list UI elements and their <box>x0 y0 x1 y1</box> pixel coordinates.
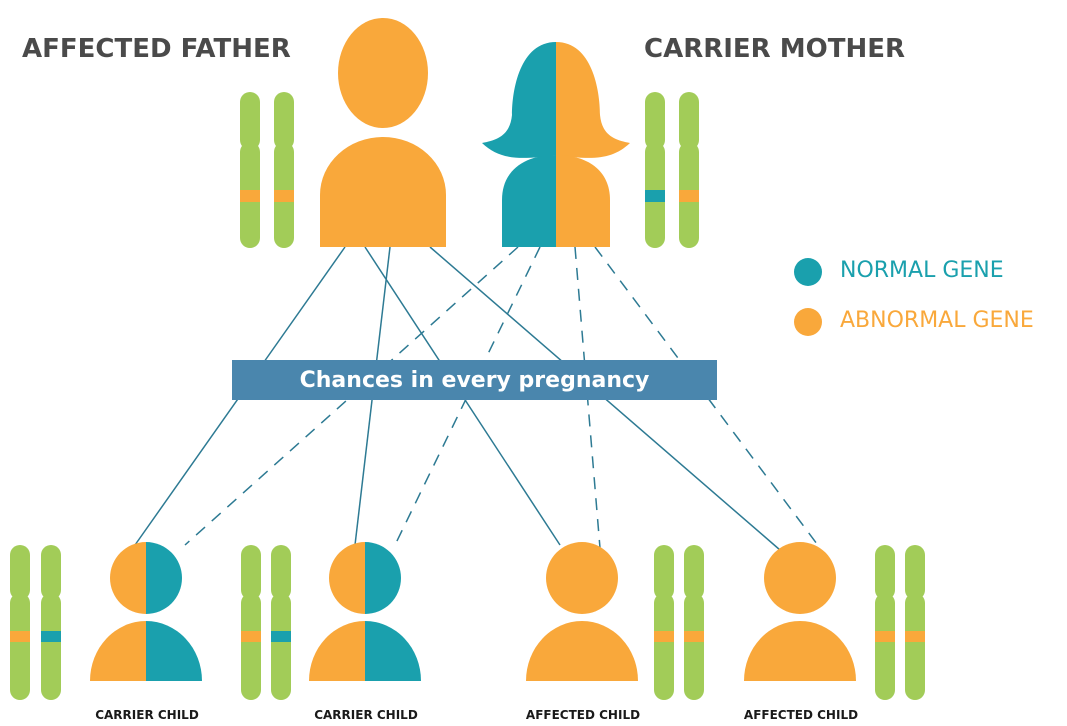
child-3-chromosome-1 <box>654 545 674 700</box>
abnormal-gene-band <box>875 631 895 642</box>
child-4-body <box>744 621 856 681</box>
child-1-head-abnormal <box>110 542 146 614</box>
child-3-body <box>526 621 638 681</box>
mother-label: CARRIER MOTHER <box>644 34 906 64</box>
abnormal-gene-band <box>905 631 925 642</box>
child-4-head <box>764 542 836 614</box>
child-3-figure <box>526 542 638 681</box>
child-3-group <box>526 542 704 700</box>
chances-banner-text: Chances in every pregnancy <box>299 367 650 393</box>
child-2-group <box>241 542 421 700</box>
legend-abnormal-label: ABNORMAL GENE <box>840 308 1034 333</box>
child-1-chromosome-1 <box>10 545 30 700</box>
child-1-head-normal <box>146 542 182 614</box>
child-4-chromosome-2 <box>905 545 925 700</box>
father-chromosome-1 <box>240 92 260 248</box>
child-1-body-abnormal <box>90 621 146 681</box>
father-head <box>338 18 428 128</box>
child-3-chromosome-2 <box>684 545 704 700</box>
child-1-figure <box>90 542 202 681</box>
father-label: AFFECTED FATHER <box>22 34 291 64</box>
normal-gene-band <box>41 631 61 642</box>
child-2-body-normal <box>365 621 421 681</box>
father-chromosome-2 <box>274 92 294 248</box>
child-3-label: AFFECTED CHILD <box>525 708 641 722</box>
mother-line-1 <box>184 246 519 546</box>
child-3-head <box>546 542 618 614</box>
father-figure <box>320 18 446 247</box>
child-2-chromosome-1 <box>241 545 261 700</box>
father-body <box>320 137 446 247</box>
abnormal-gene-band <box>684 631 704 642</box>
child-2-head-normal <box>365 542 401 614</box>
mother-chromosomes <box>645 92 699 248</box>
child-4-label: AFFECTED CHILD <box>743 708 859 722</box>
abnormal-gene-band <box>274 190 294 202</box>
abnormal-gene-band <box>679 190 699 202</box>
mother-body-normal <box>502 155 556 247</box>
mother-line-2 <box>394 246 541 546</box>
normal-gene-band <box>645 190 665 202</box>
abnormal-gene-band <box>10 631 30 642</box>
child-2-figure <box>309 542 421 681</box>
mother-chromosome-1 <box>645 92 665 248</box>
child-2-chromosome-2 <box>271 545 291 700</box>
abnormal-gene-band <box>241 631 261 642</box>
child-4-chromosome-1 <box>875 545 895 700</box>
mother-body-abnormal <box>556 155 610 247</box>
legend-normal-dot <box>794 258 822 286</box>
child-1-group <box>10 542 202 700</box>
child-1-label: CARRIER CHILD <box>95 708 199 722</box>
child-2-label: CARRIER CHILD <box>314 708 418 722</box>
child-2-head-abnormal <box>329 542 365 614</box>
mother-hair-abnormal <box>556 42 630 158</box>
chances-banner: Chances in every pregnancy <box>232 360 717 400</box>
child-4-group <box>744 542 925 700</box>
child-4-figure <box>744 542 856 681</box>
abnormal-gene-band <box>240 190 260 202</box>
mother-figure <box>482 42 630 247</box>
child-1-chromosome-2 <box>41 545 61 700</box>
father-chromosomes <box>240 92 294 248</box>
child-1-body-normal <box>146 621 202 681</box>
child-2-body-abnormal <box>309 621 365 681</box>
legend-abnormal-dot <box>794 308 822 336</box>
mother-chromosome-2 <box>679 92 699 248</box>
normal-gene-band <box>271 631 291 642</box>
legend-normal-label: NORMAL GENE <box>840 258 1004 283</box>
mother-hair-normal <box>482 42 556 158</box>
abnormal-gene-band <box>654 631 674 642</box>
